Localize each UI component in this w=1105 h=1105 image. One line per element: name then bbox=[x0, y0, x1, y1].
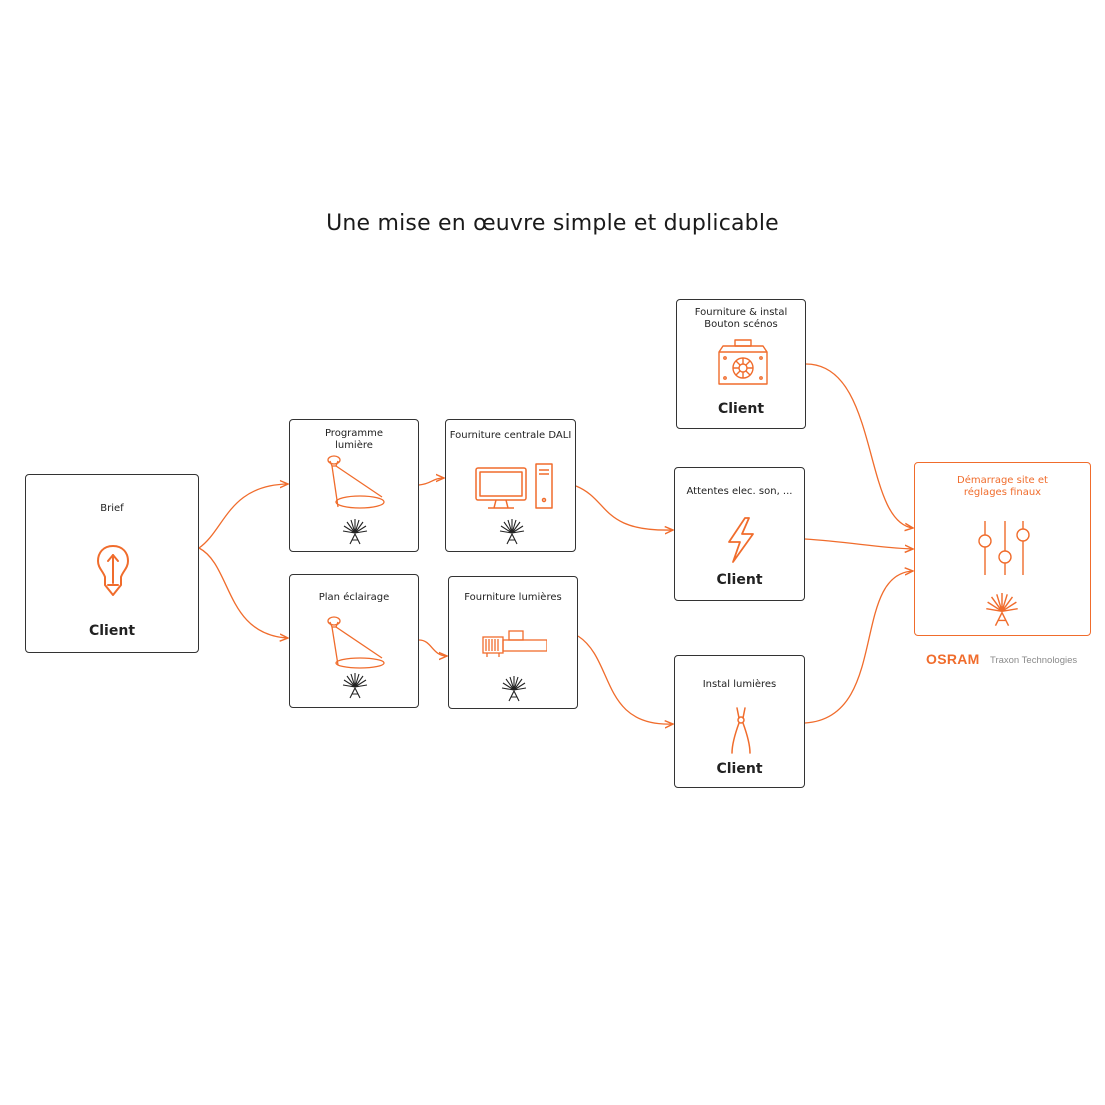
node-fourniture-centrale-dali: Fourniture centrale DALI bbox=[445, 419, 576, 552]
osram-logo: OSRAM bbox=[926, 651, 980, 667]
node-brief: Brief Client bbox=[25, 474, 199, 653]
spotlight-icon bbox=[327, 455, 385, 509]
node-label: Plan éclairage bbox=[318, 592, 390, 603]
connector-attentes-demarrage bbox=[804, 538, 913, 549]
agave-logo-icon bbox=[342, 673, 368, 699]
agave-logo-icon bbox=[499, 519, 525, 545]
node-footer: Client bbox=[88, 623, 136, 639]
node-label: Fourniture & instal Bouton scénos bbox=[694, 307, 788, 330]
control-box-icon bbox=[718, 339, 768, 385]
node-fourniture-lumieres: Fourniture lumières bbox=[448, 576, 578, 709]
node-label: Brief bbox=[100, 503, 124, 514]
node-label: Démarrage site et réglages finaux bbox=[957, 475, 1048, 498]
agave-logo-icon bbox=[342, 519, 368, 545]
page-title: Une mise en œuvre simple et duplicable bbox=[326, 211, 779, 236]
agave-logo-icon bbox=[986, 593, 1018, 627]
node-label: Programme lumière bbox=[324, 428, 384, 451]
connector-lumieres-instal bbox=[577, 635, 673, 724]
connector-plan-lumieres bbox=[418, 639, 447, 656]
node-attentes-elec: Attentes elec. son, ... Client bbox=[674, 467, 805, 601]
agave-logo-icon bbox=[501, 676, 527, 702]
connector-brief-programme bbox=[198, 484, 288, 549]
lightbulb-pencil-icon bbox=[97, 545, 129, 596]
node-label: Instal lumières bbox=[702, 679, 777, 690]
connector-brief-plan bbox=[198, 547, 288, 638]
node-instal-lumieres: Instal lumières Client bbox=[674, 655, 805, 788]
node-label: Fourniture centrale DALI bbox=[449, 430, 572, 441]
node-footer: Client bbox=[716, 761, 763, 777]
connector-programme-dali bbox=[418, 478, 444, 486]
traxon-logo: Traxon Technologies bbox=[990, 655, 1078, 666]
pliers-icon bbox=[731, 707, 751, 754]
node-footer: Client bbox=[716, 572, 763, 588]
node-programme-lumiere: Programme lumière bbox=[289, 419, 419, 552]
spotlight-icon bbox=[327, 616, 385, 669]
node-label: Attentes elec. son, ... bbox=[686, 486, 793, 497]
light-fixtures-icon bbox=[482, 630, 547, 657]
lightning-bolt-icon bbox=[728, 517, 754, 563]
node-footer: Client bbox=[717, 401, 765, 417]
computer-tower-icon bbox=[475, 463, 553, 509]
node-demarrage: Démarrage site et réglages finaux bbox=[914, 462, 1091, 636]
node-bouton-scenos: Fourniture & instal Bouton scénos Client bbox=[676, 299, 806, 429]
connector-instal-demarrage bbox=[804, 571, 913, 724]
sliders-icon bbox=[978, 521, 1030, 575]
connector-bouton-demarrage bbox=[805, 363, 913, 528]
node-plan-eclairage: Plan éclairage bbox=[289, 574, 419, 708]
node-label: Fourniture lumières bbox=[464, 592, 562, 603]
connector-dali-attentes bbox=[575, 485, 673, 530]
